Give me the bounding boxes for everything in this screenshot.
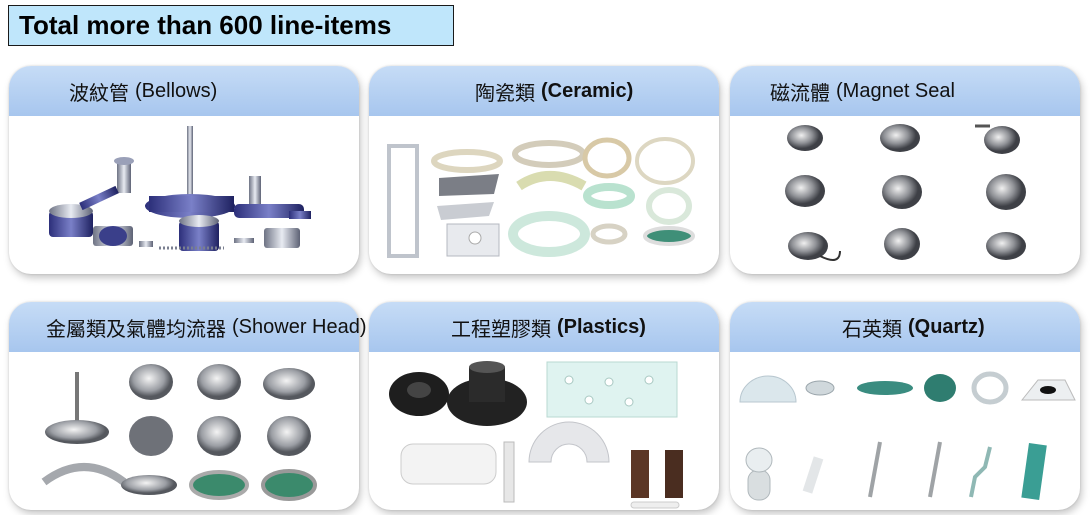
shower-head-product-image	[41, 364, 317, 501]
card-header: 陶瓷類 (Ceramic)	[369, 66, 719, 116]
plastics-product-image	[389, 361, 683, 509]
card-header: 磁流體 (Magnet Seal	[730, 66, 1080, 116]
card-header: 工程塑膠類 (Plastics)	[369, 302, 719, 352]
card-title-zh: 石英類	[842, 318, 902, 341]
card-title-zh: 陶瓷類	[475, 82, 535, 105]
page-title: Total more than 600 line-items	[19, 10, 392, 40]
card-title-en: (Magnet Seal	[836, 79, 955, 102]
category-card-magnet-seal[interactable]: 磁流體 (Magnet Seal	[730, 66, 1080, 274]
card-title-en: (Quartz)	[908, 315, 985, 338]
magnet-seal-product-image	[785, 124, 1026, 261]
card-title-en: (Bellows)	[135, 79, 218, 102]
card-title-en: (Ceramic)	[541, 79, 634, 102]
page-title-banner: Total more than 600 line-items	[8, 5, 454, 46]
card-title-zh: 波紋管	[69, 82, 129, 105]
card-header: 石英類 (Quartz)	[730, 302, 1080, 352]
card-header: 金屬類及氣體均流器 (Shower Head)	[9, 302, 367, 352]
card-title-zh: 磁流體	[770, 82, 830, 105]
quartz-product-image	[739, 371, 1076, 501]
ceramic-product-image	[387, 137, 695, 258]
category-card-ceramic[interactable]: 陶瓷類 (Ceramic)	[369, 66, 719, 274]
bellows-product-image	[49, 126, 311, 251]
category-card-quartz[interactable]: 石英類 (Quartz)	[730, 302, 1080, 510]
card-title-zh: 金屬類及氣體均流器	[46, 318, 226, 341]
category-card-shower-head[interactable]: 金屬類及氣體均流器 (Shower Head)	[9, 302, 367, 510]
card-title-en: (Plastics)	[557, 315, 646, 338]
card-header: 波紋管 (Bellows)	[9, 66, 359, 116]
card-title-en: (Shower Head)	[232, 315, 367, 338]
card-title-zh: 工程塑膠類	[451, 318, 551, 341]
category-card-plastics[interactable]: 工程塑膠類 (Plastics)	[369, 302, 719, 510]
category-card-bellows[interactable]: 波紋管 (Bellows)	[9, 66, 359, 274]
